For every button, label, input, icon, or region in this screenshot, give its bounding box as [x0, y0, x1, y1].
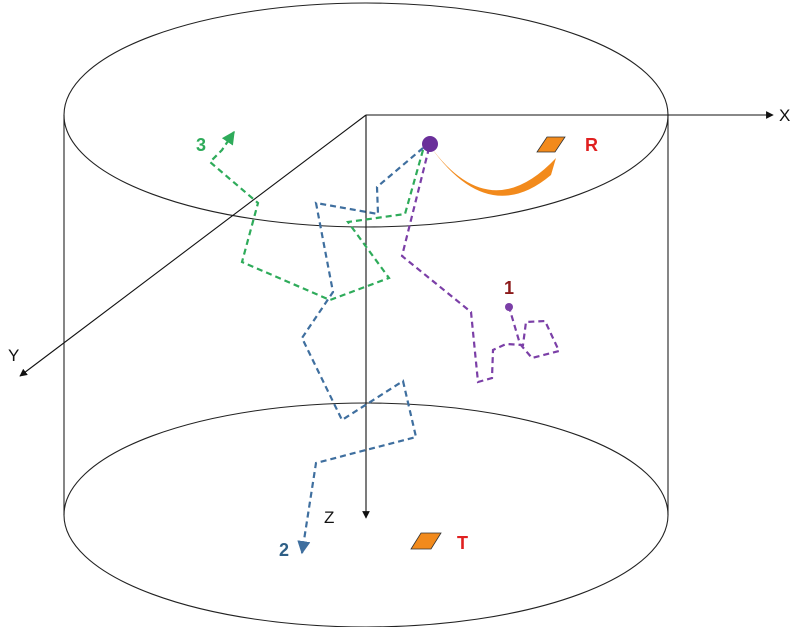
z-axis-label: Z — [324, 508, 334, 527]
y-axis-label: Y — [8, 346, 19, 365]
receiver-marker — [537, 137, 565, 152]
path-1-label: 1 — [504, 278, 514, 298]
path-1-end-dot — [505, 303, 513, 311]
transmitter-marker — [411, 533, 441, 549]
path-2-label: 2 — [279, 540, 289, 560]
transmitter-label: T — [457, 533, 468, 553]
axes — [20, 115, 773, 518]
path-2 — [302, 148, 423, 553]
path-3-label: 3 — [196, 135, 206, 155]
path-3 — [210, 132, 423, 300]
source-point — [422, 136, 438, 152]
y-axis — [20, 115, 366, 376]
receiver-label: R — [585, 135, 598, 155]
cylinder-bottom-front-arc — [64, 515, 668, 627]
x-axis-label: X — [779, 106, 790, 125]
reflector-shape — [430, 146, 556, 196]
